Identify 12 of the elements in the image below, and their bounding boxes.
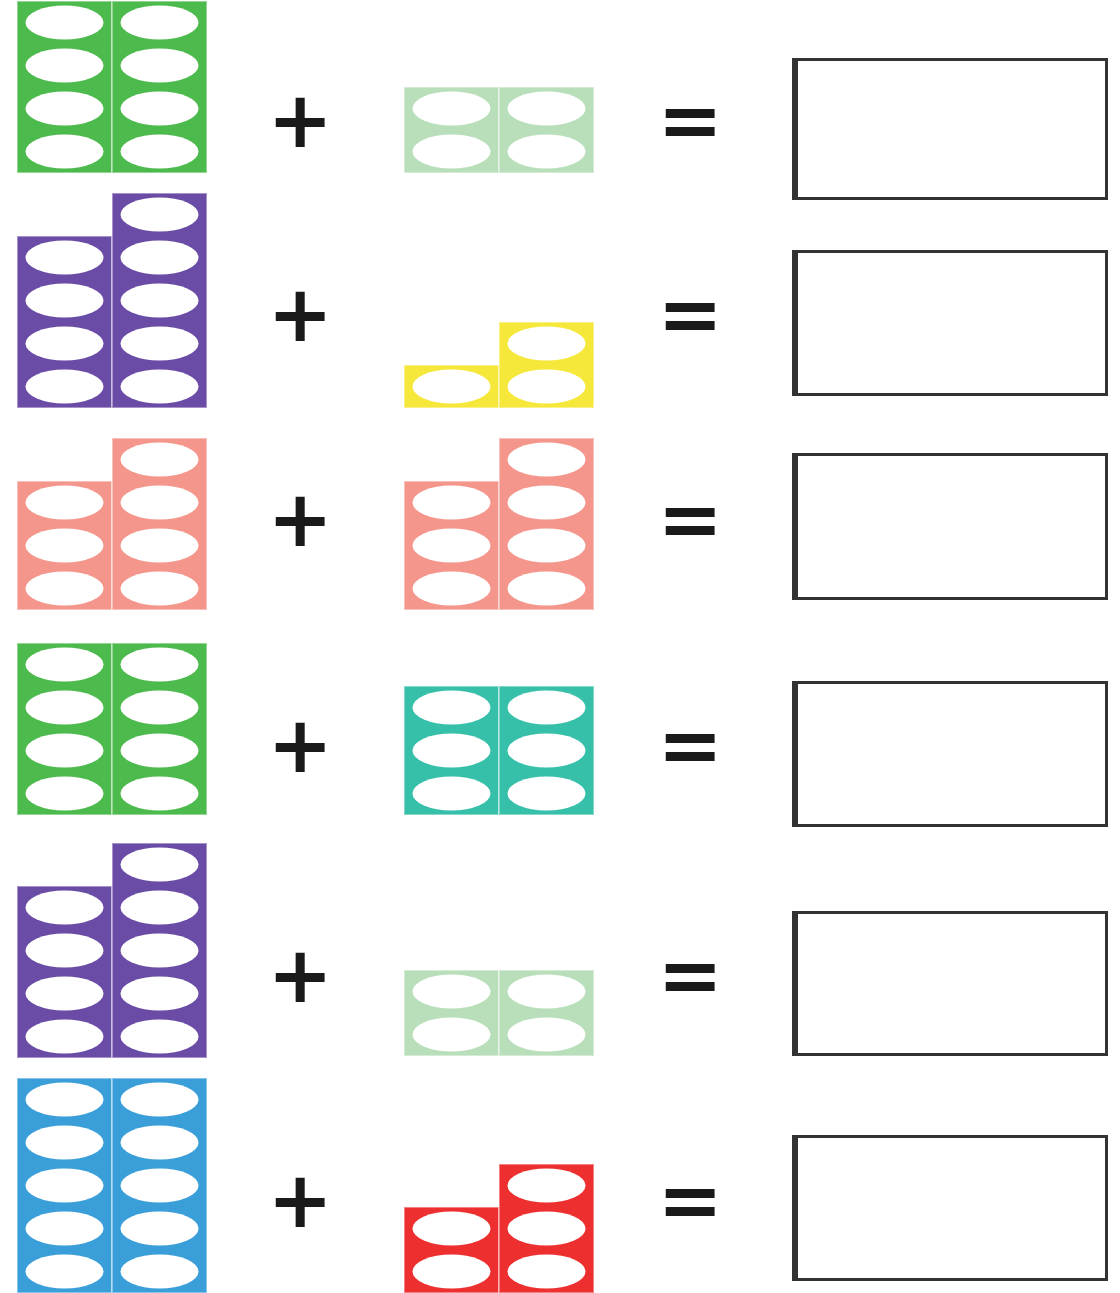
equals-sign: = — [657, 81, 723, 159]
equals-sign: = — [657, 275, 723, 353]
equals-sign: = — [657, 1161, 723, 1239]
plus-sign: + — [267, 1161, 333, 1239]
equals-sign: = — [657, 480, 723, 558]
equals-sign: = — [657, 936, 723, 1014]
plus-sign: + — [267, 936, 333, 1014]
plus-sign: + — [267, 480, 333, 558]
plus-sign: + — [267, 706, 333, 784]
equals-sign: = — [657, 706, 723, 784]
plus-sign: + — [267, 275, 333, 353]
plus-sign: + — [267, 81, 333, 159]
